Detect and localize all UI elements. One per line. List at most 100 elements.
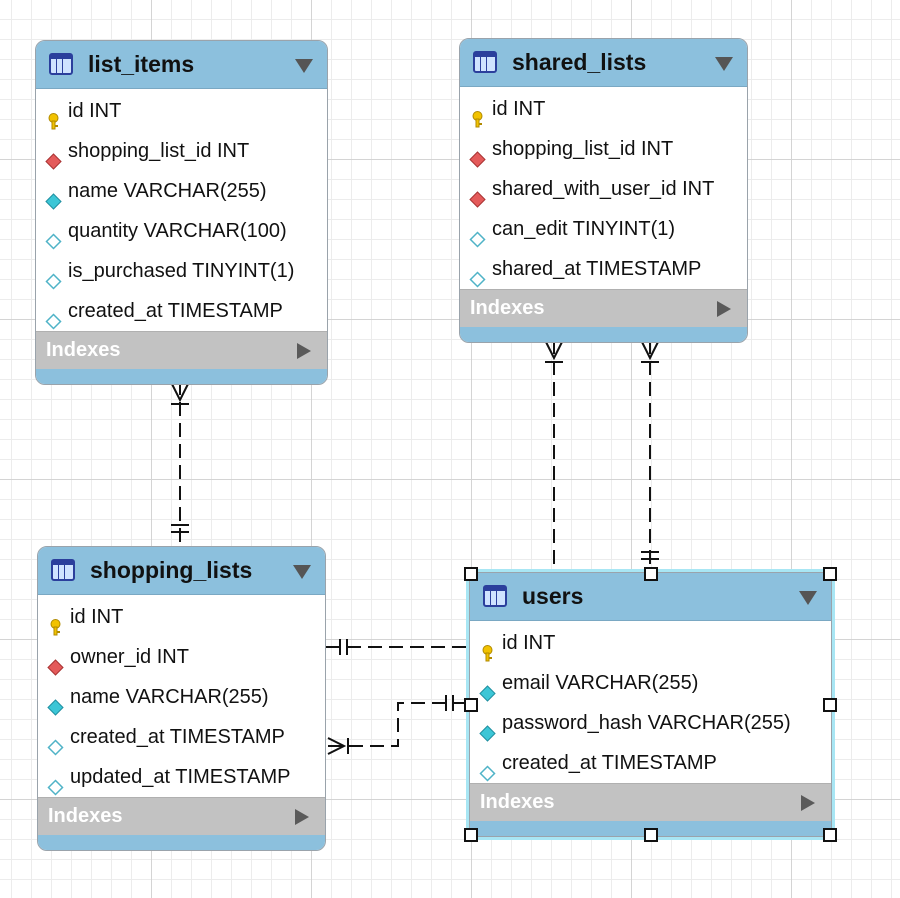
column-label: created_at TIMESTAMP (68, 300, 283, 322)
column-row[interactable]: id INT (38, 597, 325, 637)
primary-key-icon (45, 104, 62, 130)
resize-handle[interactable] (823, 567, 837, 581)
column-label: id INT (70, 606, 124, 628)
indexes-section[interactable]: Indexes (38, 797, 325, 835)
column-label: shared_at TIMESTAMP (492, 258, 702, 280)
not-null-column-icon (47, 690, 64, 716)
table-footer (460, 327, 747, 342)
column-row[interactable]: id INT (460, 89, 747, 129)
expand-arrow-icon[interactable] (295, 809, 309, 825)
collapse-arrow-icon[interactable] (295, 59, 313, 73)
relationship-users-shopping-lists[interactable] (326, 695, 467, 755)
resize-handle[interactable] (464, 828, 478, 842)
foreign-key-icon (469, 182, 486, 208)
column-label: updated_at TIMESTAMP (70, 766, 291, 788)
table-name: shared_lists (512, 49, 647, 75)
column-row[interactable]: updated_at TIMESTAMP (38, 757, 325, 797)
resize-handle[interactable] (644, 828, 658, 842)
column-row[interactable]: shopping_list_id INT (460, 129, 747, 169)
column-list: id INT shopping_list_id INT shared_with_us… (460, 87, 747, 289)
foreign-key-icon (469, 142, 486, 168)
expand-arrow-icon[interactable] (297, 343, 311, 359)
column-list: id INT owner_id INT name VARCHAR(255) creat… (38, 595, 325, 797)
table-header[interactable]: shopping_lists (38, 547, 325, 595)
collapse-arrow-icon[interactable] (715, 57, 733, 71)
indexes-section[interactable]: Indexes (470, 783, 831, 821)
collapse-arrow-icon[interactable] (799, 591, 817, 605)
indexes-label: Indexes (480, 791, 555, 813)
nullable-column-icon (45, 264, 62, 290)
expand-arrow-icon[interactable] (801, 795, 815, 811)
column-row[interactable]: id INT (470, 623, 831, 663)
column-list: id INT email VARCHAR(255) password_hash VA… (470, 621, 831, 783)
relationship-shopping-lists-owner-users[interactable] (326, 639, 467, 655)
column-row[interactable]: owner_id INT (38, 637, 325, 677)
expand-arrow-icon[interactable] (717, 301, 731, 317)
column-row[interactable]: created_at TIMESTAMP (38, 717, 325, 757)
relationship-shared-lists-users[interactable] (641, 340, 659, 572)
column-label: owner_id INT (70, 646, 189, 668)
table-header[interactable]: shared_lists (460, 39, 747, 87)
column-label: password_hash VARCHAR(255) (502, 712, 791, 734)
foreign-key-icon (47, 650, 64, 676)
table-footer (36, 369, 327, 384)
table-header[interactable]: list_items (36, 41, 327, 89)
relationship-list-items-shopping-lists[interactable] (171, 381, 189, 546)
nullable-column-icon (45, 224, 62, 250)
collapse-arrow-icon[interactable] (293, 565, 311, 579)
column-row[interactable]: is_purchased TINYINT(1) (36, 251, 327, 291)
column-row[interactable]: name VARCHAR(255) (38, 677, 325, 717)
indexes-label: Indexes (46, 339, 121, 361)
resize-handle[interactable] (823, 698, 837, 712)
column-label: name VARCHAR(255) (68, 180, 267, 202)
table-name: shopping_lists (90, 557, 253, 583)
column-row[interactable]: shared_at TIMESTAMP (460, 249, 747, 289)
indexes-label: Indexes (48, 805, 123, 827)
column-row[interactable]: created_at TIMESTAMP (470, 743, 831, 783)
column-label: created_at TIMESTAMP (70, 726, 285, 748)
column-row[interactable]: id INT (36, 91, 327, 131)
column-row[interactable]: created_at TIMESTAMP (36, 291, 327, 331)
table-header[interactable]: users (470, 573, 831, 621)
column-label: id INT (68, 100, 122, 122)
resize-handle[interactable] (823, 828, 837, 842)
nullable-column-icon (47, 730, 64, 756)
column-label: created_at TIMESTAMP (502, 752, 717, 774)
column-row[interactable]: name VARCHAR(255) (36, 171, 327, 211)
table-icon (483, 585, 507, 607)
table-users[interactable]: users id INT email VARCHAR(255) password_ha… (469, 572, 832, 837)
column-label: is_purchased TINYINT(1) (68, 260, 295, 282)
column-row[interactable]: can_edit TINYINT(1) (460, 209, 747, 249)
foreign-key-icon (45, 144, 62, 170)
not-null-column-icon (45, 184, 62, 210)
nullable-column-icon (45, 304, 62, 330)
column-label: shared_with_user_id INT (492, 178, 715, 200)
column-label: shopping_list_id INT (68, 140, 250, 162)
indexes-section[interactable]: Indexes (460, 289, 747, 327)
column-row[interactable]: email VARCHAR(255) (470, 663, 831, 703)
column-row[interactable]: shared_with_user_id INT (460, 169, 747, 209)
primary-key-icon (469, 102, 486, 128)
resize-handle[interactable] (464, 698, 478, 712)
column-list: id INT shopping_list_id INT name VARCHAR(2… (36, 89, 327, 331)
indexes-section[interactable]: Indexes (36, 331, 327, 369)
nullable-column-icon (479, 756, 496, 782)
column-row[interactable]: quantity VARCHAR(100) (36, 211, 327, 251)
resize-handle[interactable] (644, 567, 658, 581)
primary-key-icon (47, 610, 64, 636)
not-null-column-icon (479, 716, 496, 742)
nullable-column-icon (469, 262, 486, 288)
column-label: quantity VARCHAR(100) (68, 220, 287, 242)
column-label: can_edit TINYINT(1) (492, 218, 676, 240)
table-name: users (522, 583, 584, 609)
column-row[interactable]: shopping_list_id INT (36, 131, 327, 171)
column-row[interactable]: password_hash VARCHAR(255) (470, 703, 831, 743)
resize-handle[interactable] (464, 567, 478, 581)
column-label: email VARCHAR(255) (502, 672, 699, 694)
column-label: id INT (492, 98, 546, 120)
relationship-shared-lists-shopping-lists[interactable] (545, 340, 563, 572)
